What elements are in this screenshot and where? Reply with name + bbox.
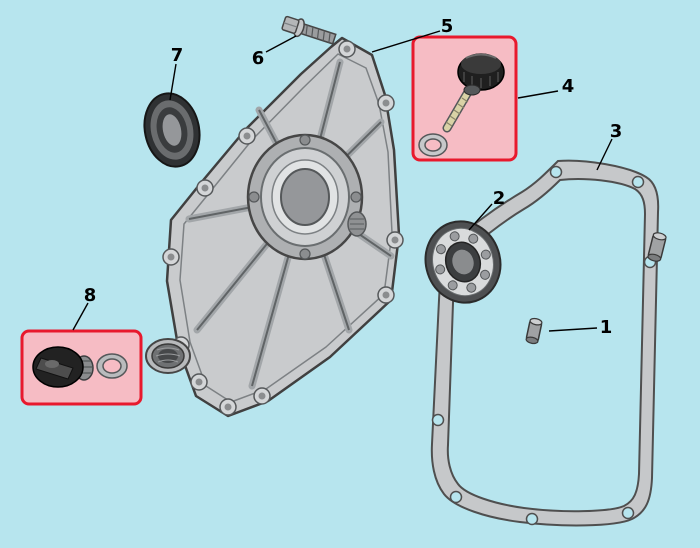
leader-line-7 xyxy=(169,63,177,101)
leader-line-4 xyxy=(517,90,559,99)
dipstick-o-ring xyxy=(418,133,448,157)
callout-label-1[interactable]: 1 xyxy=(600,317,613,338)
dowel-pin-b-part1[interactable] xyxy=(525,317,543,345)
callout-label-3[interactable]: 3 xyxy=(610,121,623,142)
dipstick-stem xyxy=(442,87,473,133)
gasket-bolt-holes xyxy=(431,165,657,526)
drain-plug-body xyxy=(32,346,94,388)
cover-filler-port xyxy=(145,338,191,374)
callout-label-2[interactable]: 2 xyxy=(493,188,506,209)
ball-bearing-part2[interactable] xyxy=(415,212,511,313)
leader-line-8 xyxy=(72,302,89,331)
leader-line-5 xyxy=(371,30,441,53)
dowel-pin-a-part1[interactable] xyxy=(647,232,667,263)
leader-line-2 xyxy=(468,203,493,231)
leader-lines xyxy=(72,30,613,332)
callout-label-7[interactable]: 7 xyxy=(171,45,184,66)
callout-label-5[interactable]: 5 xyxy=(441,16,454,37)
oil-seal-part7[interactable] xyxy=(138,88,206,172)
dipstick-cap xyxy=(457,53,505,96)
callout-label-8[interactable]: 8 xyxy=(84,285,97,306)
callout-label-4[interactable]: 4 xyxy=(562,76,575,97)
oil-drain-plug-part8[interactable] xyxy=(32,346,128,388)
callout-label-6[interactable]: 6 xyxy=(252,48,265,69)
crankcase-cover-part5[interactable] xyxy=(145,36,404,418)
cover-bearing-boss xyxy=(246,133,364,261)
flange-bolt-part6[interactable] xyxy=(281,14,337,47)
leader-line-6 xyxy=(265,35,297,53)
cover-threaded-hole xyxy=(347,211,367,237)
leader-line-3 xyxy=(596,138,613,171)
oil-dipstick-part4[interactable] xyxy=(418,53,505,157)
drain-plug-seal-ring xyxy=(96,353,128,379)
leader-line-1 xyxy=(548,327,598,332)
